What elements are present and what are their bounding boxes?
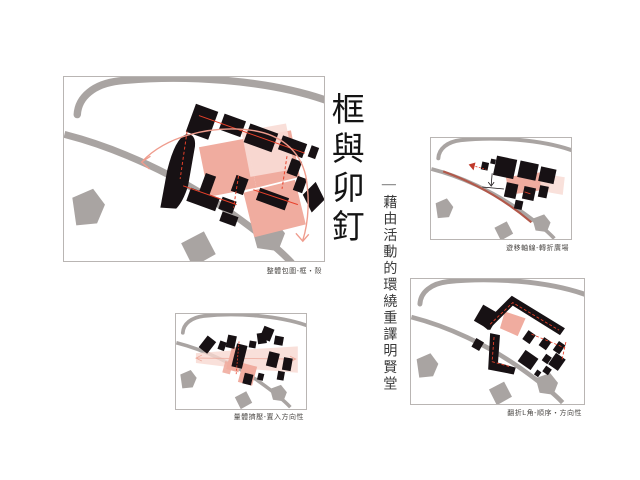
- caption-massing: 量體擠壓-置入方向性: [233, 414, 304, 421]
- axis-markers: [468, 162, 531, 195]
- main-title: 框與卯釘: [326, 92, 363, 248]
- circulation-arrow: [140, 128, 310, 243]
- diagram-corner-frame: [410, 278, 585, 405]
- site-plan-axis: [431, 138, 571, 239]
- caption-axis: 遊移軸線-轉折廣場: [506, 245, 569, 252]
- subtitle: —藉由活動的環繞重譯明賢堂: [381, 177, 397, 393]
- building-group: [471, 295, 566, 378]
- plaza-quad: [499, 311, 526, 337]
- caption-corner: 翻折L角-順序・方向性: [507, 410, 582, 417]
- site-plan-overview: [64, 77, 324, 261]
- caption-overview: 整體包圍-框・殼: [266, 268, 322, 275]
- highlighted-road: [442, 170, 533, 224]
- site-plan-massing: [176, 314, 306, 409]
- red-axis-lines: [179, 115, 305, 208]
- site-plan-corner: [411, 279, 584, 404]
- diagram-massing-frame: [175, 313, 307, 410]
- red-axis-dashed: [235, 341, 240, 375]
- building-group: [198, 325, 293, 386]
- sequence-dashed-lines: [489, 302, 567, 368]
- diagram-overview-frame: [63, 76, 325, 262]
- diagram-axis-frame: [430, 137, 572, 240]
- building-group: [480, 155, 557, 211]
